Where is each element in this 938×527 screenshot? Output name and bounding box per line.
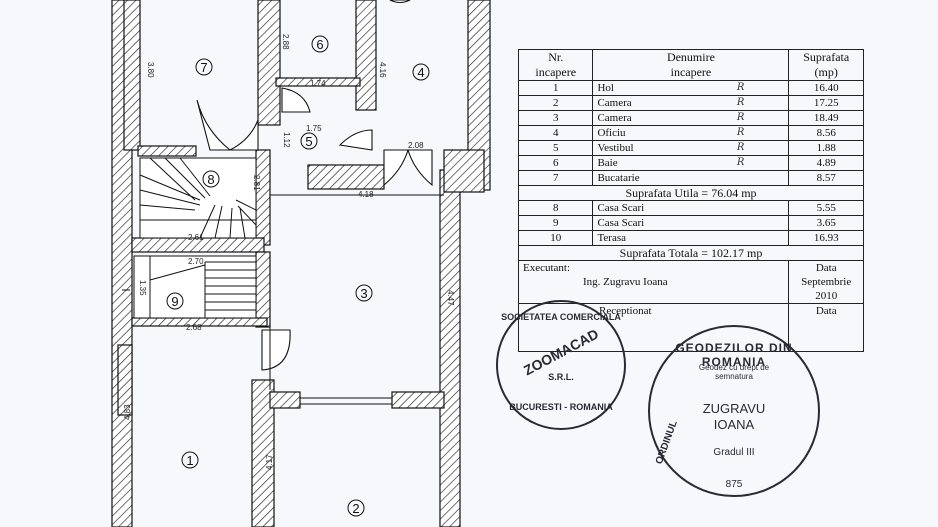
- dim-417: 4.17: [265, 454, 274, 470]
- room-9-label: 9: [171, 294, 178, 309]
- windows: [122, 289, 392, 405]
- handwritten-mark: R: [736, 142, 745, 153]
- date-value: Septembrie 2010: [801, 276, 852, 302]
- dim-416: 4.16: [378, 62, 387, 78]
- wall-left-window: [117, 344, 133, 416]
- handwritten-mark: R: [736, 127, 745, 138]
- company-stamp: SOCIETATEA COMERCIALA ZOOMACAD S.R.L. BU…: [496, 300, 626, 430]
- dim-135: 1.35: [138, 280, 147, 296]
- dim-380: 3.80: [146, 62, 155, 78]
- room-8-label: 8: [207, 172, 214, 187]
- stair-9: [133, 255, 257, 319]
- wall-mid-horizontal: [307, 164, 385, 190]
- wall-stair9-right: [255, 251, 271, 328]
- room-area-table: Nr. incapere Denumire incapere Suprafata…: [517, 49, 864, 352]
- dim-288: 2.88: [281, 34, 290, 50]
- room-6-label: 6: [316, 37, 323, 52]
- dim-270: 2.70: [188, 257, 204, 266]
- wall-room2-top-right: [391, 391, 445, 409]
- wall-bath-bottom: [275, 77, 361, 87]
- handwritten-mark: R: [736, 112, 745, 123]
- room-4-label: 4: [417, 65, 424, 80]
- executant-name: Ing. Zugravu Ioana: [583, 276, 668, 288]
- room-5-label: 5: [305, 134, 312, 149]
- dim-281: 2.81: [252, 175, 261, 191]
- room-markers: [166, 35, 430, 517]
- wall-room2-top: [269, 391, 301, 409]
- room-7-label: 7: [200, 60, 207, 75]
- wall-bath-right: [355, 0, 377, 111]
- dim-174: 1.74: [310, 79, 326, 88]
- room-3-label: 3: [360, 286, 367, 301]
- wall-kitchen-right: [257, 0, 281, 126]
- handwritten-mark: R: [736, 97, 745, 108]
- header-room-area: Suprafata (mp): [788, 49, 864, 81]
- wall-kitchen-bottom: [137, 145, 197, 157]
- wall-stair8-right: [255, 149, 271, 246]
- doors: [196, 0, 433, 371]
- room-1-label: 1: [186, 453, 193, 468]
- wall-left-upper: [123, 0, 141, 151]
- handwritten-mark: R: [736, 157, 745, 168]
- handwritten-mark: R: [736, 82, 745, 93]
- header-room-number: Nr. incapere: [517, 49, 594, 81]
- room-2-label: 2: [352, 501, 359, 516]
- useful-area-row: Suprafata Utila = 76.04 mp: [518, 185, 864, 201]
- dim-112: 1.12: [282, 132, 291, 148]
- dim-447: 4.47: [446, 290, 455, 306]
- total-area-row: Suprafata Totala = 102.17 mp: [518, 245, 864, 261]
- surveyor-stamp: GEODEZILOR DIN ROMANIA Geodez cu drept d…: [648, 325, 820, 497]
- executant-label: Executant:: [523, 262, 571, 274]
- dim-175: 1.75: [306, 124, 322, 133]
- wall-room1-right: [251, 379, 275, 527]
- wall-right-mid: [443, 149, 485, 193]
- stair-8: [139, 157, 257, 239]
- dim-261: 2.61: [188, 233, 204, 242]
- dim-208: 2.08: [408, 141, 424, 150]
- header-room-name: Denumire incapere: [592, 49, 790, 81]
- dimensions: 3.80 2.88 1.74 4.16 1.75 1.12 2.08 2.81 …: [123, 34, 455, 470]
- wall-right: [439, 169, 461, 527]
- dim-483: 4.83: [123, 404, 132, 420]
- dim-268: 2.68: [186, 323, 202, 332]
- dim-418: 4.18: [358, 190, 374, 199]
